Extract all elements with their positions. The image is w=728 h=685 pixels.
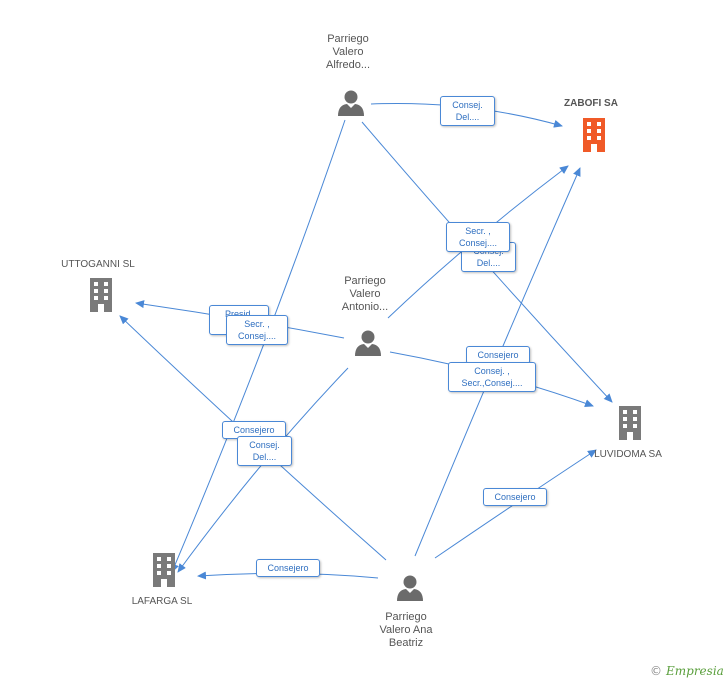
edge-label-alfredo-zabofi[interactable]: Consej. Del.... [440,96,495,126]
company-label-luvidoma[interactable]: LUVIDOMA SA [594,449,662,460]
edge-label-alfredo-luvidoma[interactable]: Consej. , Secr.,Consej.... [448,362,536,392]
brand-logo: © Empresia [650,664,724,678]
person-icon[interactable] [353,328,383,358]
person-label-antonio[interactable]: Parriego Valero Antonio... [341,275,389,313]
person-icon[interactable] [395,573,425,603]
edge-label-antonio-zabofi[interactable]: Secr. , Consej.... [446,222,510,252]
company-label-zabofi[interactable]: ZABOFI SA [564,98,618,109]
building-icon-focus[interactable] [579,117,609,153]
edge-label-antonio-uttoganni[interactable]: Secr. , Consej.... [226,315,288,345]
person-icon[interactable] [336,88,366,118]
building-icon[interactable] [86,277,116,313]
building-icon[interactable] [149,552,179,588]
brand-name: Empresia [666,664,724,678]
company-label-uttoganni[interactable]: UTTOGANNI SL [61,259,135,270]
building-icon[interactable] [615,405,645,441]
edge-alfredo-lafarga [171,119,346,573]
copyright-icon: © [650,664,662,678]
company-label-lafarga[interactable]: LAFARGA SL [131,596,193,607]
person-label-alfredo[interactable]: Parriego Valero Alfredo... [325,33,371,71]
edge-label-ana-lafarga[interactable]: Consejero [256,559,320,577]
edge-label-ana-luvidoma[interactable]: Consejero [483,488,547,506]
person-label-ana[interactable]: Parriego Valero Ana Beatriz [379,611,433,649]
edge-label-ana-uttoganni[interactable]: Consej. Del.... [237,436,292,466]
edge-antonio-lafarga [177,367,349,573]
